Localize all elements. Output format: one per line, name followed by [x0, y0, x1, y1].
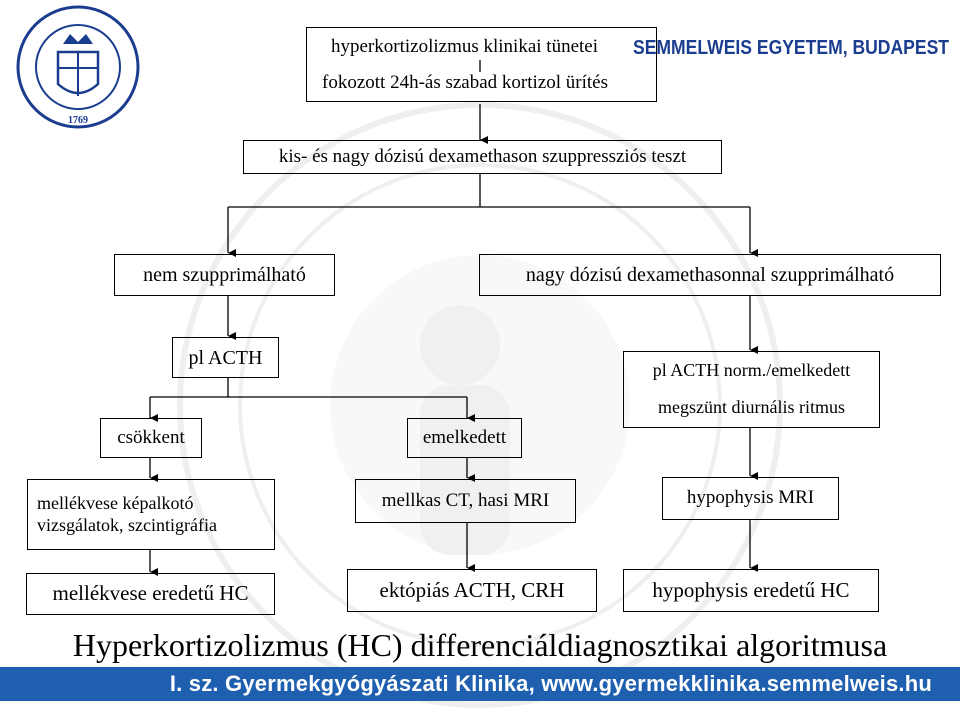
node-pituitary-mri: hypophysis MRI	[662, 477, 839, 520]
node-adrenal-origin-hc: mellékvese eredetű HC	[26, 573, 275, 615]
top-title-text: hyperkortizolizmus klinikai tünetei	[331, 36, 598, 57]
node-suppressible-high-dose: nagy dózisú dexamethasonnal szupprimálha…	[479, 254, 941, 296]
node-pituitary-origin-hc: hypophysis eredetű HC	[623, 569, 879, 612]
node-ectopic-acth-crh: ektópiás ACTH, CRH	[347, 569, 597, 612]
institution-name: SEMMELWEIS EGYETEM, BUDAPEST	[633, 37, 949, 59]
footer-bar: I. sz. Gyermekgyógyászati Klinika, www.g…	[0, 667, 960, 701]
footer-text: I. sz. Gyermekgyógyászati Klinika, www.g…	[169, 671, 932, 696]
node-plasma-acth: pl ACTH	[172, 337, 279, 378]
institution-banner: SEMMELWEIS EGYETEM, BUDAPEST	[633, 37, 949, 59]
acth-normal-elevated-text: pl ACTH norm./emelkedett	[652, 359, 851, 380]
node-chest-ct-abdominal-mri: mellkas CT, hasi MRI	[355, 479, 576, 523]
node-elevated: emelkedett	[407, 418, 522, 458]
page-title: Hyperkortizolizmus (HC) differenciáldiag…	[72, 627, 888, 663]
node-dexamethasone-test: kis- és nagy dózisú dexamethason szuppre…	[243, 140, 722, 174]
seal-year: 1769	[68, 115, 88, 126]
node-decreased: csökkent	[100, 418, 202, 458]
adrenal-imaging-line2: vizsgálatok, szcintigráfia	[37, 514, 217, 535]
node-adrenal-imaging: mellékvese képalkotó vizsgálatok, szcint…	[27, 479, 275, 550]
lost-diurnal-rhythm-text: megszünt diurnális ritmus	[658, 397, 845, 418]
node-acth-normal-elevated: pl ACTH norm./emelkedett megszünt diurná…	[623, 351, 880, 428]
node-not-suppressible: nem szupprimálható	[114, 254, 335, 296]
adrenal-imaging-line1: mellékvese képalkotó	[37, 492, 194, 513]
university-seal-icon: 1769	[16, 5, 140, 129]
node-cortisol-excretion: fokozott 24h-ás szabad kortizol ürítés	[322, 72, 608, 93]
top-title-box	[306, 27, 657, 102]
